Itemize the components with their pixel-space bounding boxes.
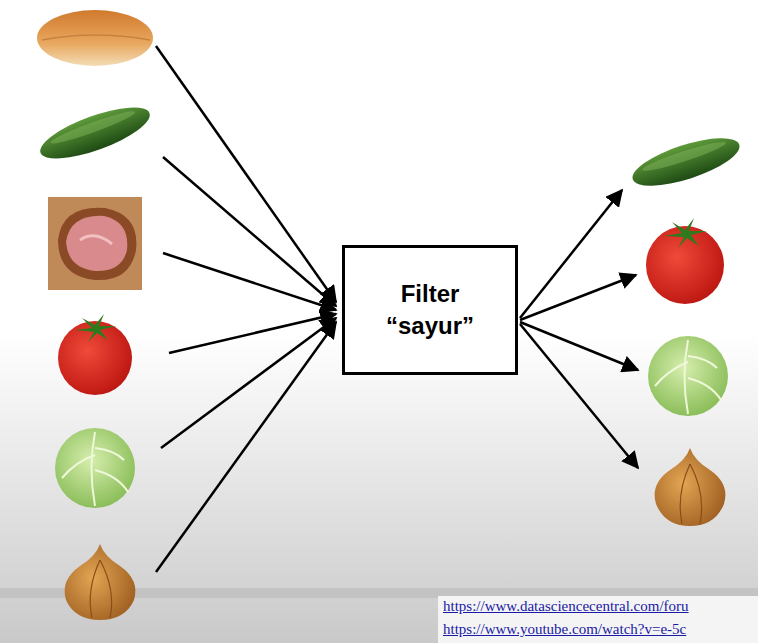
filter-label: Filter “sayur” [370,278,490,342]
filter-box: Filter “sayur” [342,245,518,375]
source-url: https://www.youtube.com/watch?v=e-5c [443,621,686,638]
source-url: https://www.datasciencecentral.com/foru [443,598,689,615]
